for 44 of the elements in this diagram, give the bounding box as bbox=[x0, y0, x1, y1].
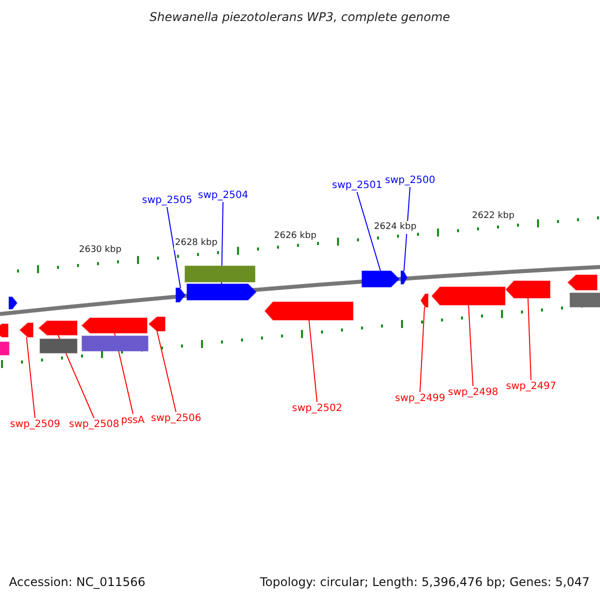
scale-label: 2630 kbp bbox=[78, 244, 122, 257]
gene-feature bbox=[40, 338, 78, 354]
gene-label: swp_2509 bbox=[10, 418, 60, 431]
gene-label: swp_2505 bbox=[142, 194, 192, 207]
leader-line bbox=[528, 298, 532, 380]
gene-label: swp_2506 bbox=[151, 412, 202, 425]
scale-label: 2624 kbp bbox=[373, 221, 418, 234]
leader-line bbox=[404, 186, 410, 272]
leader-line bbox=[356, 192, 381, 272]
leader-line bbox=[166, 206, 181, 288]
gene-feature bbox=[19, 322, 34, 338]
accession-text: Accession: NC_011566 bbox=[9, 576, 146, 589]
scale-label: 2628 kbp bbox=[174, 237, 218, 250]
gene-feature bbox=[148, 316, 166, 332]
gene-feature bbox=[420, 294, 428, 308]
gene-feature bbox=[431, 286, 506, 306]
gene-label: pssA bbox=[121, 414, 145, 427]
leader-line bbox=[468, 304, 474, 386]
gene-label: swp_2504 bbox=[198, 189, 248, 202]
gene-feature bbox=[0, 342, 10, 356]
gene-label: swp_2497 bbox=[506, 380, 556, 393]
gene-label: swp_2501 bbox=[332, 179, 382, 192]
scale-label: 2622 kbp bbox=[471, 210, 516, 223]
gene-label: swp_2500 bbox=[385, 174, 436, 187]
gene-label: swp_2508 bbox=[69, 418, 120, 431]
leader-line bbox=[156, 330, 176, 412]
leader-line bbox=[308, 320, 318, 402]
gene-feature bbox=[82, 336, 148, 352]
gene-feature bbox=[264, 302, 354, 320]
title: Shewanella piezotolerans WP3, complete genome bbox=[150, 11, 450, 24]
gene-feature bbox=[8, 296, 18, 310]
scale-label: 2626 kbp bbox=[273, 230, 318, 243]
gene-feature bbox=[184, 266, 256, 282]
gene-feature bbox=[570, 292, 600, 308]
gene-feature bbox=[567, 274, 598, 290]
gene-label: swp_2498 bbox=[448, 386, 498, 399]
gene-feature bbox=[0, 324, 8, 338]
genome-summary: Topology: circular; Length: 5,396,476 bp; Genes: 5,047 bbox=[260, 576, 590, 589]
gene-label: swp_2499 bbox=[395, 392, 446, 405]
leader-line bbox=[26, 336, 36, 418]
gene-feature bbox=[38, 320, 78, 336]
gene-feature bbox=[505, 280, 550, 298]
leader-line bbox=[420, 306, 425, 392]
gene-label: swp_2502 bbox=[292, 402, 342, 415]
